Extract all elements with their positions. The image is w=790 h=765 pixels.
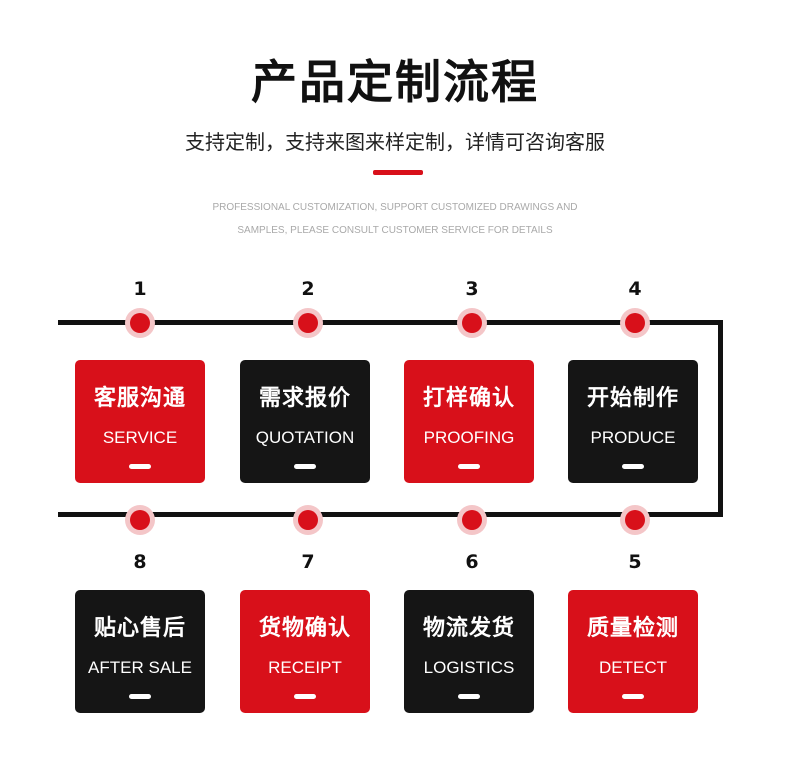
step-dot-8 bbox=[130, 510, 150, 530]
step-card-pill bbox=[622, 694, 644, 699]
step-card-proofing[interactable]: 打样确认 PROOFING bbox=[404, 360, 534, 483]
step-card-en-label: RECEIPT bbox=[268, 658, 342, 677]
page-subtitle: 支持定制，支持来图来样定制，详情可咨询客服 bbox=[185, 130, 605, 154]
step-card-pill bbox=[458, 694, 480, 699]
step-number-8: 8 bbox=[133, 551, 147, 573]
english-description: PROFESSIONAL CUSTOMIZATION, SUPPORT CUST… bbox=[180, 196, 610, 242]
step-card-cn-label: 物流发货 bbox=[422, 616, 515, 641]
step-card-pill bbox=[294, 464, 316, 469]
step-card-pill bbox=[129, 694, 151, 699]
step-card-en-label: QUOTATION bbox=[255, 428, 355, 447]
step-card-cn-label: 开始制作 bbox=[586, 386, 679, 411]
step-dot-1 bbox=[130, 313, 150, 333]
step-card-service[interactable]: 客服沟通 SERVICE bbox=[75, 360, 205, 483]
english-description-line-2: SAMPLES, PLEASE CONSULT CUSTOMER SERVICE… bbox=[237, 225, 553, 236]
step-number-6: 6 bbox=[465, 551, 479, 573]
step-dot-5 bbox=[625, 510, 645, 530]
process-track-line bbox=[58, 320, 723, 517]
step-card-en-label: SERVICE bbox=[102, 428, 178, 447]
page-title: 产品定制流程 bbox=[251, 55, 539, 109]
step-card-en-label: PROOFING bbox=[423, 428, 515, 447]
step-card-en-label: PRODUCE bbox=[590, 428, 676, 447]
step-number-3: 3 bbox=[465, 278, 479, 300]
step-number-4: 4 bbox=[628, 278, 642, 300]
accent-divider bbox=[373, 170, 423, 175]
step-dot-3 bbox=[462, 313, 482, 333]
step-card-cn-label: 打样确认 bbox=[422, 386, 515, 411]
english-description-line-1: PROFESSIONAL CUSTOMIZATION, SUPPORT CUST… bbox=[212, 202, 578, 213]
step-card-after-sale[interactable]: 贴心售后 AFTER SALE bbox=[75, 590, 205, 713]
step-card-cn-label: 质量检测 bbox=[586, 616, 679, 641]
step-dot-2 bbox=[298, 313, 318, 333]
step-dot-6 bbox=[462, 510, 482, 530]
step-number-1: 1 bbox=[133, 278, 147, 300]
step-number-7: 7 bbox=[301, 551, 315, 573]
step-card-pill bbox=[622, 464, 644, 469]
step-card-detect[interactable]: 质量检测 DETECT bbox=[568, 590, 698, 713]
step-card-en-label: AFTER SALE bbox=[88, 658, 192, 677]
step-card-produce[interactable]: 开始制作 PRODUCE bbox=[568, 360, 698, 483]
step-card-quotation[interactable]: 需求报价 QUOTATION bbox=[240, 360, 370, 483]
step-card-receipt[interactable]: 货物确认 RECEIPT bbox=[240, 590, 370, 713]
step-card-pill bbox=[129, 464, 151, 469]
step-card-pill bbox=[458, 464, 480, 469]
step-card-cn-label: 货物确认 bbox=[258, 616, 351, 641]
step-number-2: 2 bbox=[301, 278, 315, 300]
step-dot-7 bbox=[298, 510, 318, 530]
step-card-pill bbox=[294, 694, 316, 699]
step-card-cn-label: 贴心售后 bbox=[93, 616, 186, 641]
step-card-cn-label: 客服沟通 bbox=[93, 386, 186, 411]
step-card-en-label: LOGISTICS bbox=[423, 658, 515, 677]
step-number-5: 5 bbox=[628, 551, 642, 573]
step-dot-4 bbox=[625, 313, 645, 333]
step-card-en-label: DETECT bbox=[599, 658, 667, 677]
step-card-logistics[interactable]: 物流发货 LOGISTICS bbox=[404, 590, 534, 713]
step-card-cn-label: 需求报价 bbox=[258, 386, 351, 411]
